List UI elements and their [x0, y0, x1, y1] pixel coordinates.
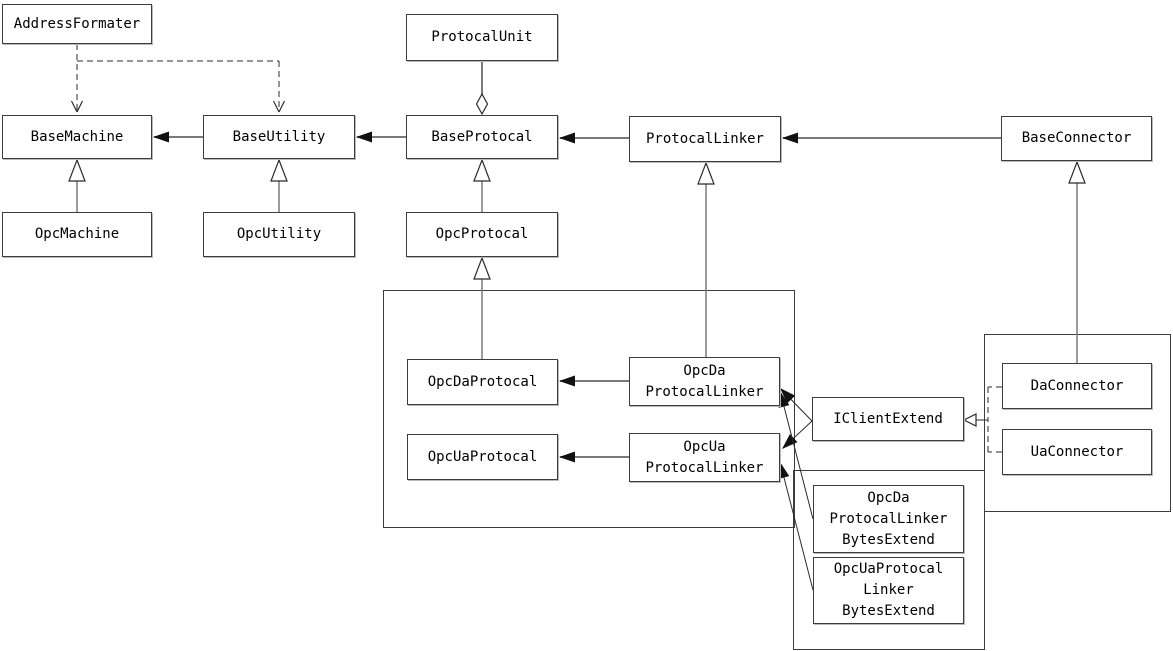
gen-opcprotocal-baseprotocal — [473, 158, 491, 212]
opc-ua-protocal-label: OpcUaProtocal — [408, 447, 557, 468]
da-connector-label-line: DaConnector — [1030, 377, 1124, 394]
assoc-opcdaprotocallinker-opcdaprotocal — [559, 375, 629, 387]
opc-ua-protocal-linker-label-line: ProtocalLinker — [645, 459, 764, 476]
opc-ua-protocal-linker-bytes-extend-label-line: BytesExtend — [842, 603, 935, 619]
realize-daconnector-dashes — [987, 386, 1002, 420]
iclient-extend-label: IClientExtend — [813, 409, 963, 430]
opc-ua-protocal-label-line: OpcUaProtocal — [427, 448, 538, 465]
da-connector-label: DaConnector — [1003, 376, 1151, 397]
base-utility-label: BaseUtility — [204, 127, 354, 148]
address-formater-class-box: AddressFormater — [2, 4, 152, 44]
assoc-baseprotocal-baseutility — [356, 131, 406, 143]
ua-connector-label-line: UaConnector — [1030, 443, 1124, 460]
opc-protocal-label-line: OpcProtocal — [435, 226, 529, 242]
opc-da-protocal-class-box: OpcDaProtocal — [407, 359, 558, 405]
opc-ua-protocal-class-box: OpcUaProtocal — [407, 434, 558, 480]
opc-machine-label-line: OpcMachine — [34, 226, 120, 242]
opc-da-protocal-linker-bytes-extend-label-line: BytesExtend — [842, 531, 935, 548]
assoc-baseconnector-protocallinker — [782, 132, 1001, 144]
ua-connector-label: UaConnector — [1003, 442, 1151, 463]
opc-ua-protocal-linker-bytes-extend-label-line: OpcUaProtocal — [833, 561, 944, 577]
opc-da-protocal-linker-label-line: OpcDa — [683, 362, 726, 379]
base-utility-label-line: BaseUtility — [232, 128, 326, 145]
opc-utility-class-box: OpcUtility — [203, 212, 355, 257]
opc-da-protocal-label: OpcDaProtocal — [408, 372, 557, 393]
base-machine-label: BaseMachine — [3, 127, 151, 148]
opc-utility-label: OpcUtility — [204, 224, 354, 245]
opc-da-protocal-linker-bytes-extend-label-line: OpcDa — [867, 489, 910, 506]
protocal-linker-label-line: ProtocalLinker — [645, 130, 764, 147]
dependency-addressformater-baseutility — [77, 60, 286, 113]
opc-protocal-label: OpcProtocal — [407, 224, 557, 245]
assoc-opcdabytesextend-opcdaprotocallinker — [778, 391, 814, 520]
da-connector-class-box: DaConnector — [1002, 363, 1152, 409]
group-bytes-extend-group — [793, 470, 985, 650]
gen-opcdaprotocal-opcprotocal — [473, 256, 491, 359]
base-protocal-label: BaseProtocal — [407, 127, 557, 148]
assoc-iclientextend-opcuaprotocallinker — [782, 420, 813, 449]
protocal-linker-class-box: ProtocalLinker — [629, 116, 781, 162]
protocal-unit-label-line: ProtocalUnit — [431, 29, 533, 45]
base-utility-class-box: BaseUtility — [203, 115, 355, 159]
address-formater-label: AddressFormater — [3, 14, 151, 35]
base-protocal-label-line: BaseProtocal — [431, 128, 533, 145]
gen-opcutility-baseutility — [270, 158, 288, 212]
assoc-opcuabytesextend-opcuaprotocallinker — [778, 462, 814, 591]
opc-da-protocal-label-line: OpcDaProtocal — [427, 373, 538, 390]
iclient-extend-label-line: IClientExtend — [833, 410, 943, 427]
address-formater-label-line: AddressFormater — [13, 15, 141, 32]
iclient-extend-class-box: IClientExtend — [812, 397, 964, 441]
protocal-linker-label: ProtocalLinker — [630, 129, 780, 150]
dependency-addressformater-basemachine — [70, 44, 84, 113]
opc-ua-protocal-linker-label-line: OpcUa — [683, 438, 726, 455]
assoc-protocallinker-baseprotocal — [559, 132, 629, 144]
base-machine-class-box: BaseMachine — [2, 115, 152, 159]
realize-connectors-iclientextend — [962, 413, 988, 427]
gen-opcdaprotocallinker-protocallinker — [697, 161, 715, 357]
protocal-unit-class-box: ProtocalUnit — [406, 14, 558, 61]
opc-utility-label-line: OpcUtility — [236, 226, 322, 242]
assoc-opcuaprotocallinker-opcuaprotocal — [559, 451, 629, 463]
base-machine-label-line: BaseMachine — [30, 128, 124, 145]
gen-opcmachine-basemachine — [68, 158, 86, 212]
opc-protocal-class-box: OpcProtocal — [406, 212, 558, 257]
opc-da-protocal-linker-label-line: ProtocalLinker — [645, 383, 764, 400]
opc-ua-protocal-linker-bytes-extend-label-line: Linker — [863, 582, 914, 598]
assoc-baseutility-basemachine — [153, 131, 203, 143]
gen-daconnector-baseconnector — [1068, 160, 1086, 363]
base-protocal-class-box: BaseProtocal — [406, 115, 558, 159]
opc-da-protocal-linker-bytes-extend-label-line: ProtocalLinker — [829, 510, 948, 527]
opc-machine-label: OpcMachine — [3, 224, 151, 245]
base-connector-label-line: BaseConnector — [1021, 130, 1132, 146]
base-connector-class-box: BaseConnector — [1001, 116, 1152, 161]
protocal-unit-label: ProtocalUnit — [407, 27, 557, 48]
aggregation-protocalunit-baseprotocal — [475, 61, 489, 116]
group-opc-protocal-linkers-group — [383, 290, 795, 528]
ua-connector-class-box: UaConnector — [1002, 429, 1152, 475]
opc-machine-class-box: OpcMachine — [2, 212, 152, 257]
assoc-iclientextend-opcdaprotocallinker — [780, 388, 813, 422]
realize-uaconnector-dashes — [987, 420, 1002, 453]
base-connector-label: BaseConnector — [1002, 128, 1151, 149]
